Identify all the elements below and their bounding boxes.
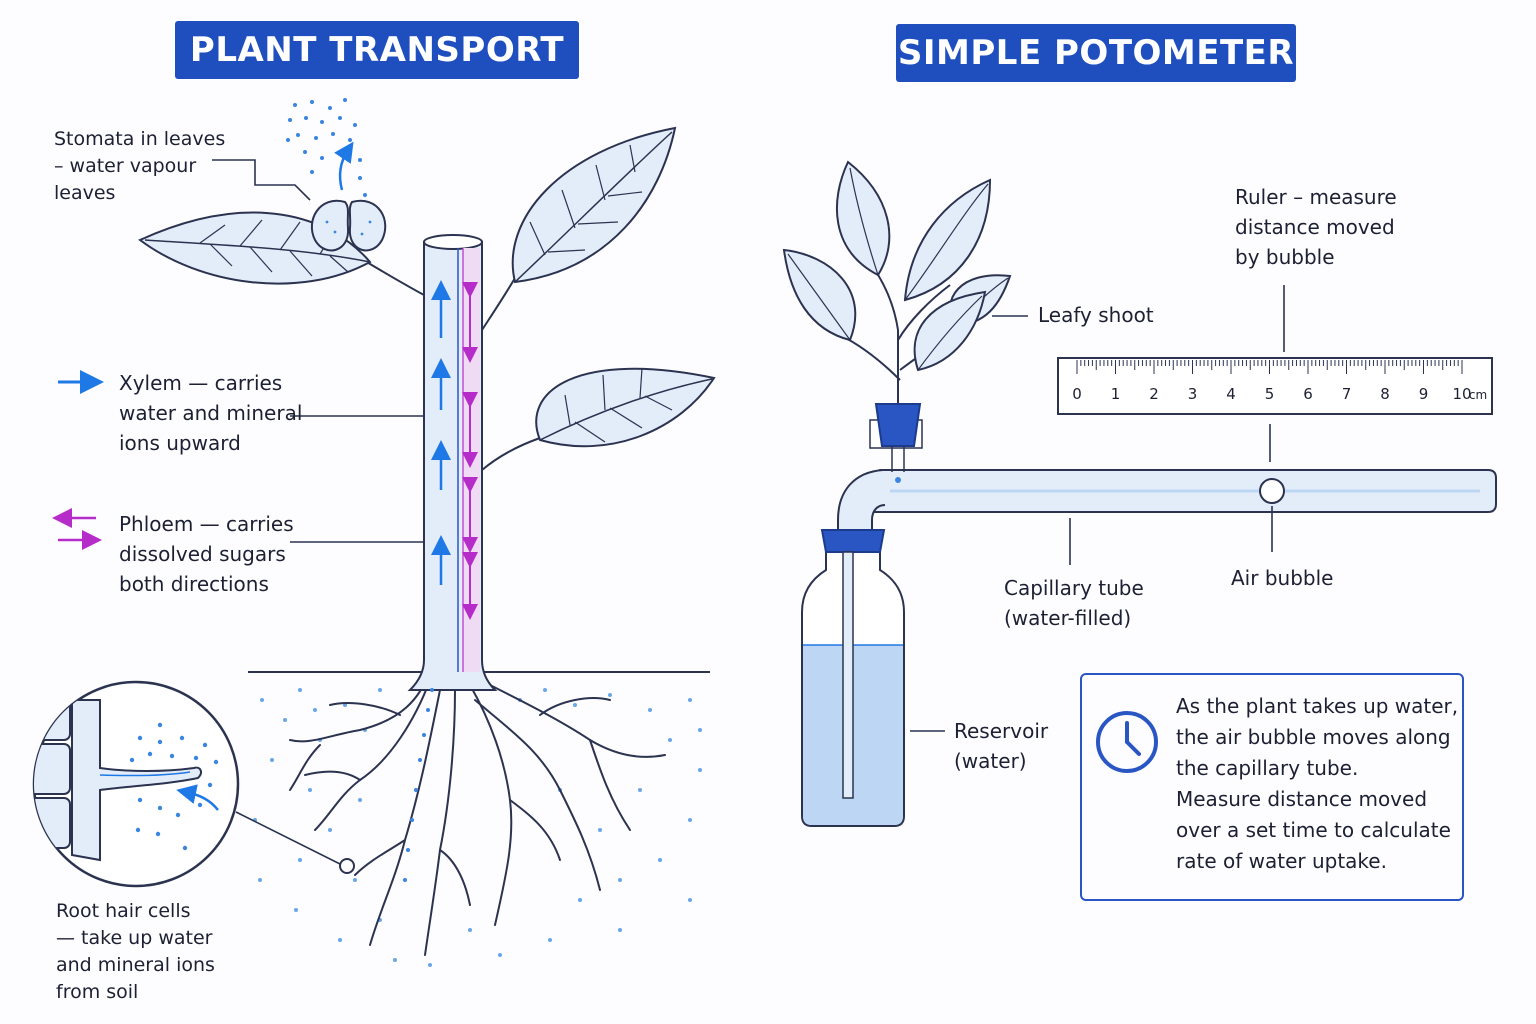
air-bubble bbox=[1259, 478, 1285, 504]
roots bbox=[289, 669, 666, 956]
ruler-tick-label: 1 bbox=[1111, 385, 1121, 403]
info-box: As the plant takes up water, the air bub… bbox=[1080, 673, 1464, 901]
vapour-dots bbox=[286, 98, 367, 197]
stem-top-opening bbox=[423, 234, 483, 250]
stomata-guard-cells bbox=[310, 199, 387, 252]
simple-potometer-title: SIMPLE POTOMETER bbox=[896, 24, 1296, 82]
leafy-shoot bbox=[782, 160, 1012, 405]
stem bbox=[407, 241, 498, 691]
bottom-stopper bbox=[820, 529, 886, 553]
ruler-tick-label: 10 bbox=[1452, 385, 1471, 403]
vapour-arrow bbox=[334, 141, 354, 191]
ruler-label: Ruler – measure distance moved by bubble bbox=[1235, 185, 1397, 269]
ruler-tick-label: 5 bbox=[1265, 385, 1275, 403]
phloem-legend-arrows bbox=[52, 508, 102, 550]
info-text: As the plant takes up water, the air bub… bbox=[1176, 694, 1459, 873]
soil-dots bbox=[253, 688, 702, 967]
ruler-unit-label: cm bbox=[1469, 388, 1487, 402]
ruler-tick-label: 0 bbox=[1072, 385, 1082, 403]
plant-transport-title: PLANT TRANSPORT bbox=[175, 21, 579, 79]
ruler-tick-label: 4 bbox=[1226, 385, 1236, 403]
phloem-tissue bbox=[463, 248, 480, 672]
top-stopper bbox=[874, 403, 922, 447]
mid-right-leaf bbox=[481, 367, 716, 471]
ruler-tick-label: 9 bbox=[1419, 385, 1429, 403]
ruler bbox=[1057, 357, 1493, 415]
capillary-tube-label: Capillary tube (water-filled) bbox=[1004, 576, 1144, 630]
air-bubble-label: Air bubble bbox=[1231, 566, 1334, 590]
ruler-tick-label: 6 bbox=[1303, 385, 1313, 403]
root-hair-label: Root hair cells — take up water and mine… bbox=[56, 900, 215, 1003]
clock-icon bbox=[1096, 711, 1158, 773]
xylem-label: Xylem — carries water and mineral ions u… bbox=[119, 371, 303, 455]
ruler-tick-label: 7 bbox=[1342, 385, 1352, 403]
phloem-label: Phloem — carries dissolved sugars both d… bbox=[119, 512, 294, 596]
ruler-tick-label: 2 bbox=[1149, 385, 1159, 403]
leafy-shoot-label: Leafy shoot bbox=[1038, 303, 1154, 327]
ruler-tick-label: 8 bbox=[1380, 385, 1390, 403]
capillary-tube bbox=[864, 469, 1497, 521]
reservoir-label: Reservoir (water) bbox=[954, 719, 1049, 773]
stomata-label: Stomata in leaves – water vapour leaves bbox=[54, 128, 226, 204]
ruler-tick-label: 3 bbox=[1188, 385, 1198, 403]
root-hair-magnifier bbox=[32, 680, 240, 888]
upper-right-leaf bbox=[481, 126, 677, 331]
